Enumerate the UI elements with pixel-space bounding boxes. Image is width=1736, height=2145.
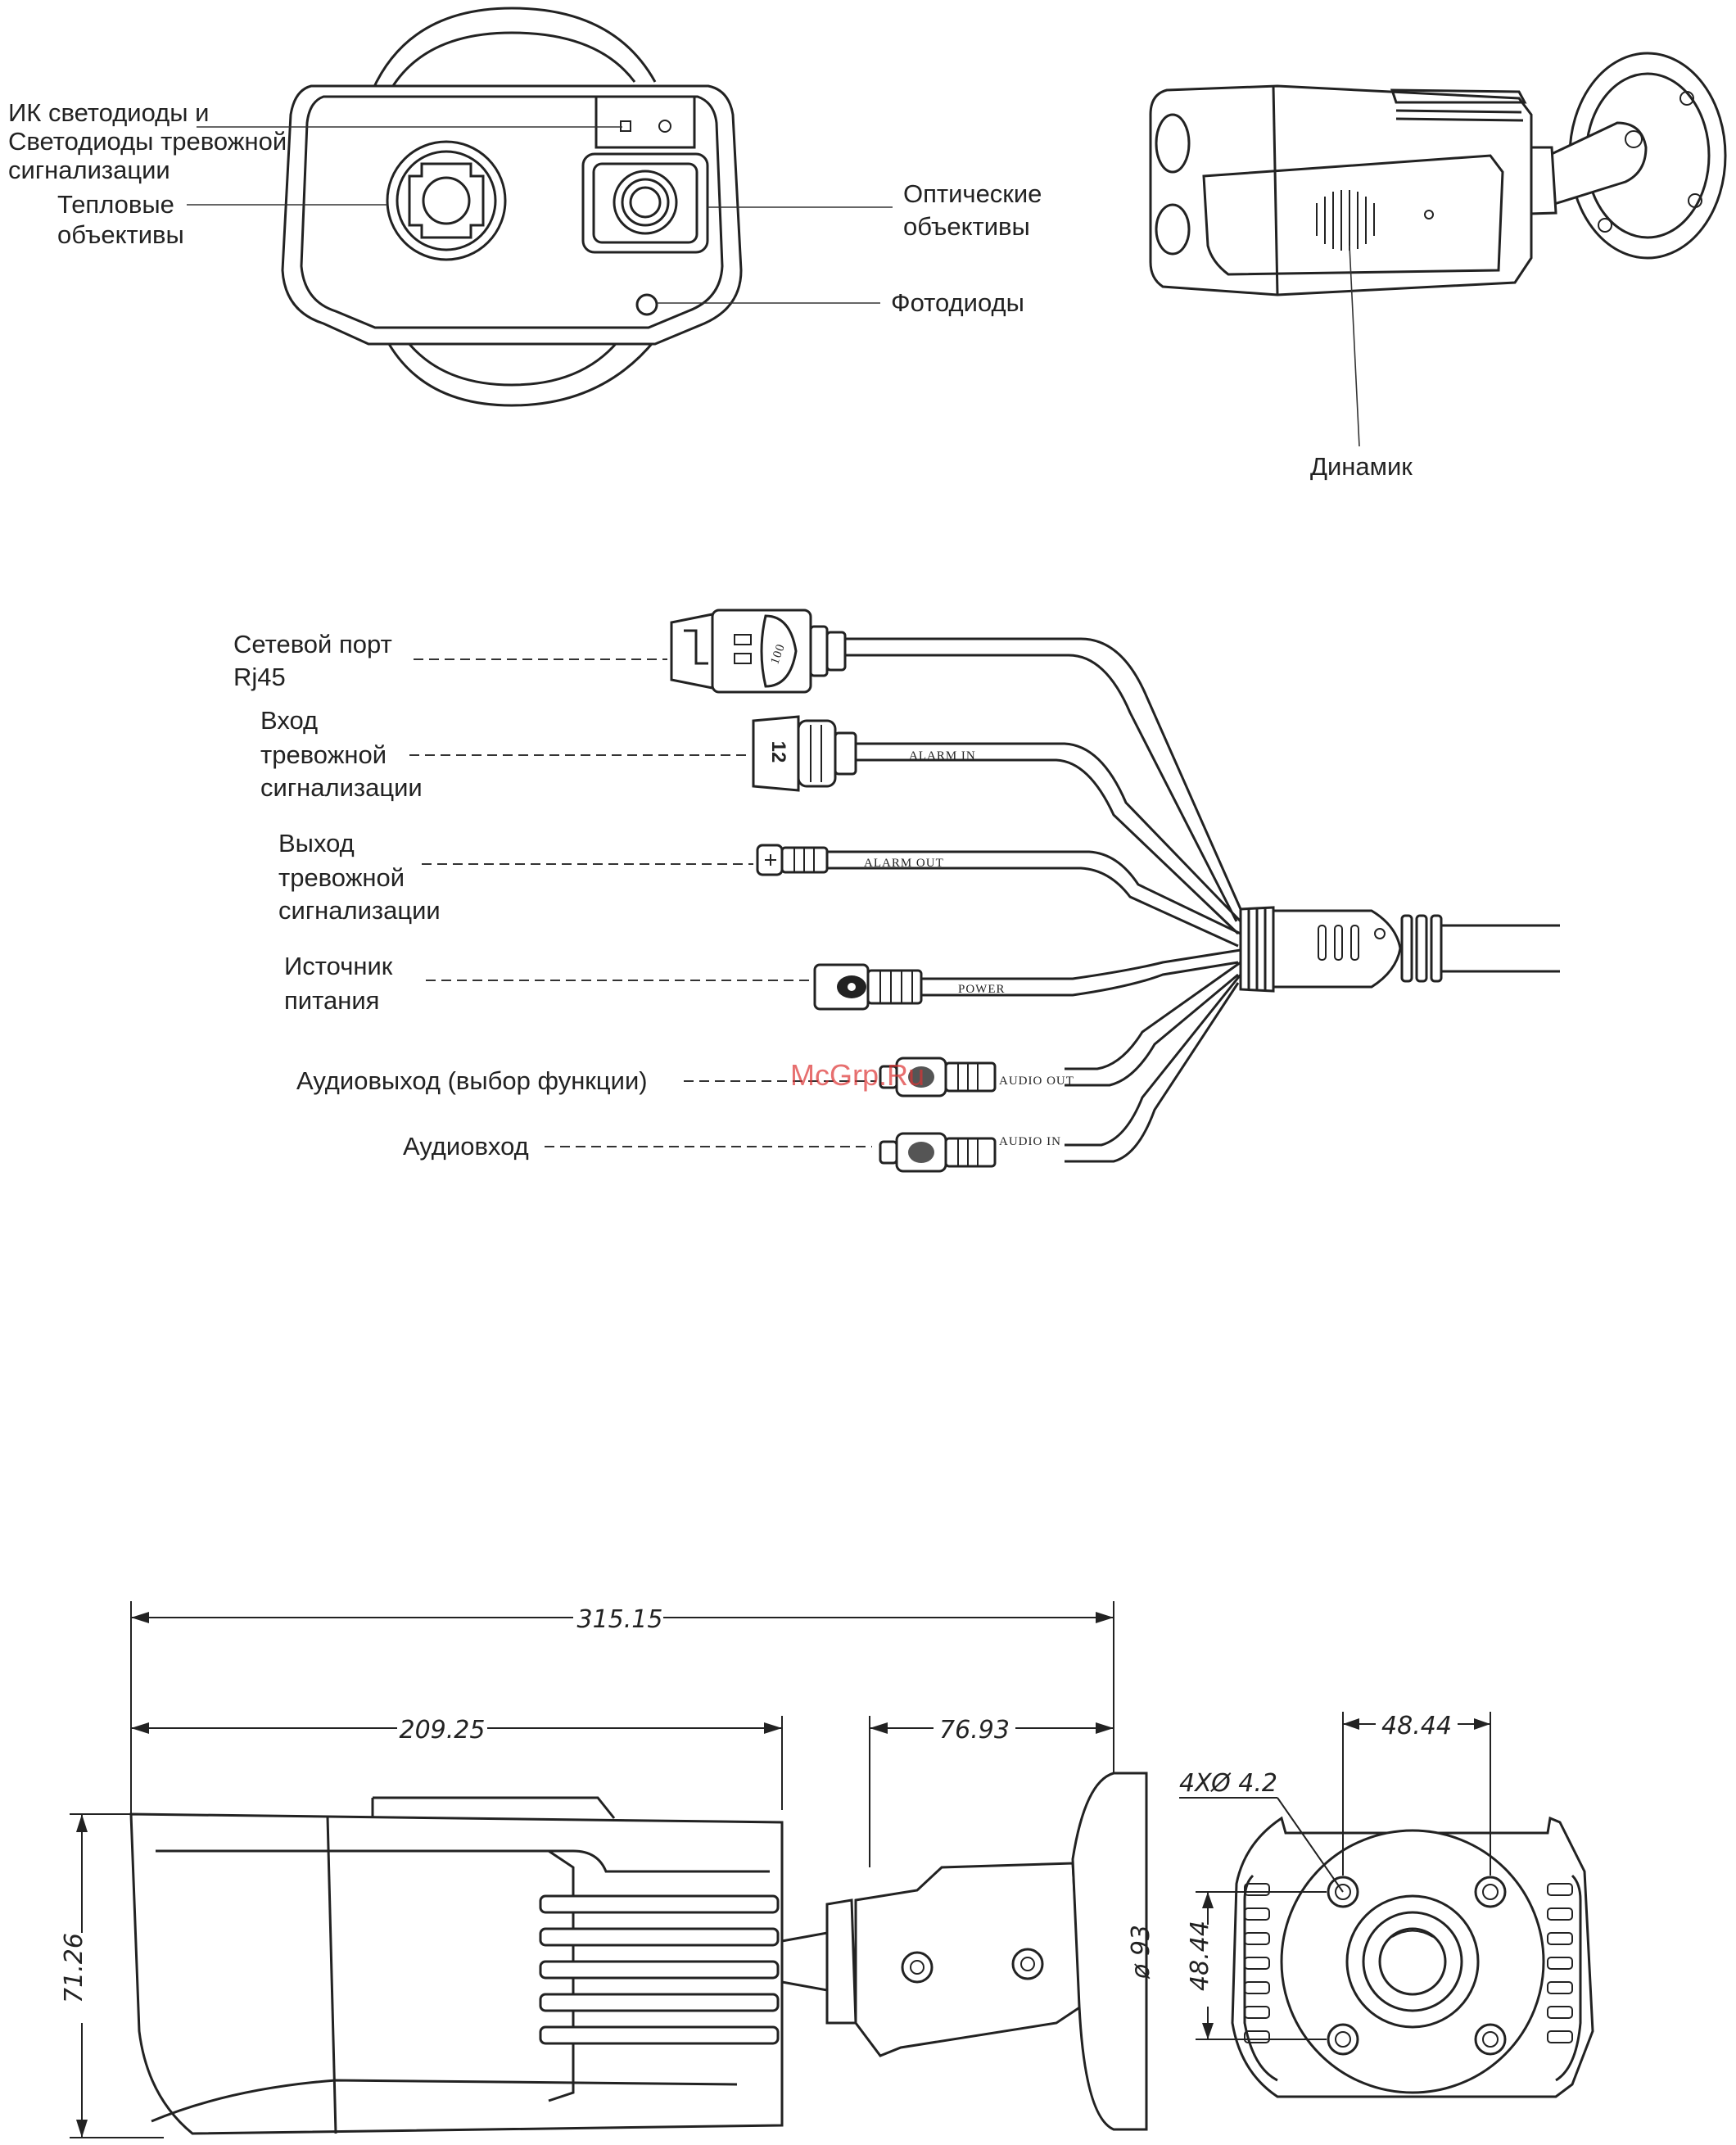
cable-diagram: 100 12	[233, 609, 1560, 1173]
thermal-lens	[386, 140, 507, 261]
optical-lens	[581, 152, 709, 254]
label-audio-in: Аудиовход	[403, 1132, 529, 1161]
dim-hole-spacing-v: 48.44	[1186, 1921, 1214, 1991]
label-thermal-lens-1: Тепловые	[57, 190, 174, 219]
label-ir-leds-3: сигнализации	[8, 156, 170, 184]
dimension-rear-view	[1231, 1816, 1594, 2098]
label-audio-out: Аудиовыход (выбор функции)	[296, 1066, 648, 1095]
dim-base-diameter: ø 93	[1127, 1925, 1155, 1980]
label-speaker: Динамик	[1310, 452, 1413, 481]
dim-bracket-length: 76.93	[939, 1716, 1010, 1745]
photodiode	[635, 293, 658, 316]
dimension-bracket	[780, 1772, 1148, 2131]
alarm-in-pins: 12	[767, 741, 789, 763]
label-rj45-2: Rj45	[233, 663, 286, 691]
audio-in-connector	[879, 1132, 997, 1173]
label-ir-leds-1: ИК светодиоды и	[8, 98, 209, 127]
dimension-camera-body	[129, 1796, 784, 2135]
dim-body-length: 209.25	[400, 1716, 486, 1745]
power-connector	[813, 963, 923, 1011]
label-alarm-in-3: сигнализации	[260, 773, 423, 802]
label-optical-lens-1: Оптические	[903, 179, 1042, 208]
tag-power: POWER	[958, 983, 1006, 996]
label-ir-leds-2: Светодиоды тревожной	[8, 127, 287, 156]
ir-led-panel	[594, 95, 696, 149]
tag-audio-out: AUDIO OUT	[999, 1075, 1074, 1088]
dim-height: 71.26	[60, 1933, 88, 2003]
label-power-2: питания	[284, 986, 379, 1015]
front-housing	[281, 84, 743, 346]
front-view: ИК светодиоды и Светодиоды тревожной сиг…	[8, 7, 1042, 407]
tag-alarm-in: ALARM IN	[909, 749, 976, 763]
dim-total-length: 315.15	[577, 1605, 663, 1634]
wall-mount	[1538, 52, 1727, 260]
watermark: McGrp.Ru	[790, 1058, 925, 1092]
speaker-grille	[1316, 190, 1375, 251]
label-alarm-out-1: Выход	[278, 829, 355, 858]
label-alarm-out-2: тревожной	[278, 863, 405, 892]
label-thermal-lens-2: объективы	[57, 220, 184, 249]
label-alarm-in-1: Вход	[260, 706, 318, 735]
label-optical-lens-2: объективы	[903, 212, 1030, 241]
dimension-drawing: 315.15 209.25 76.93 71.26	[60, 1601, 1594, 2138]
dim-hole-spacing-h: 48.44	[1381, 1712, 1452, 1740]
label-alarm-out-3: сигнализации	[278, 896, 441, 925]
alarm-in-connector: 12	[752, 715, 857, 792]
label-power-1: Источник	[284, 952, 393, 980]
label-photodiode: Фотодиоды	[891, 288, 1024, 317]
label-alarm-in-2: тревожной	[260, 740, 387, 769]
tag-audio-in: AUDIO IN	[999, 1135, 1061, 1148]
dim-hole-spec: 4XØ 4.2	[1179, 1769, 1277, 1798]
side-view: Динамик	[1149, 52, 1727, 481]
rj45-connector: 100	[670, 609, 847, 694]
tag-alarm-out: ALARM OUT	[864, 857, 944, 870]
label-rj45-1: Сетевой порт	[233, 630, 392, 658]
cable-junction	[1239, 906, 1560, 993]
audio-out-connector	[879, 1057, 997, 1097]
alarm-out-connector	[756, 844, 829, 876]
